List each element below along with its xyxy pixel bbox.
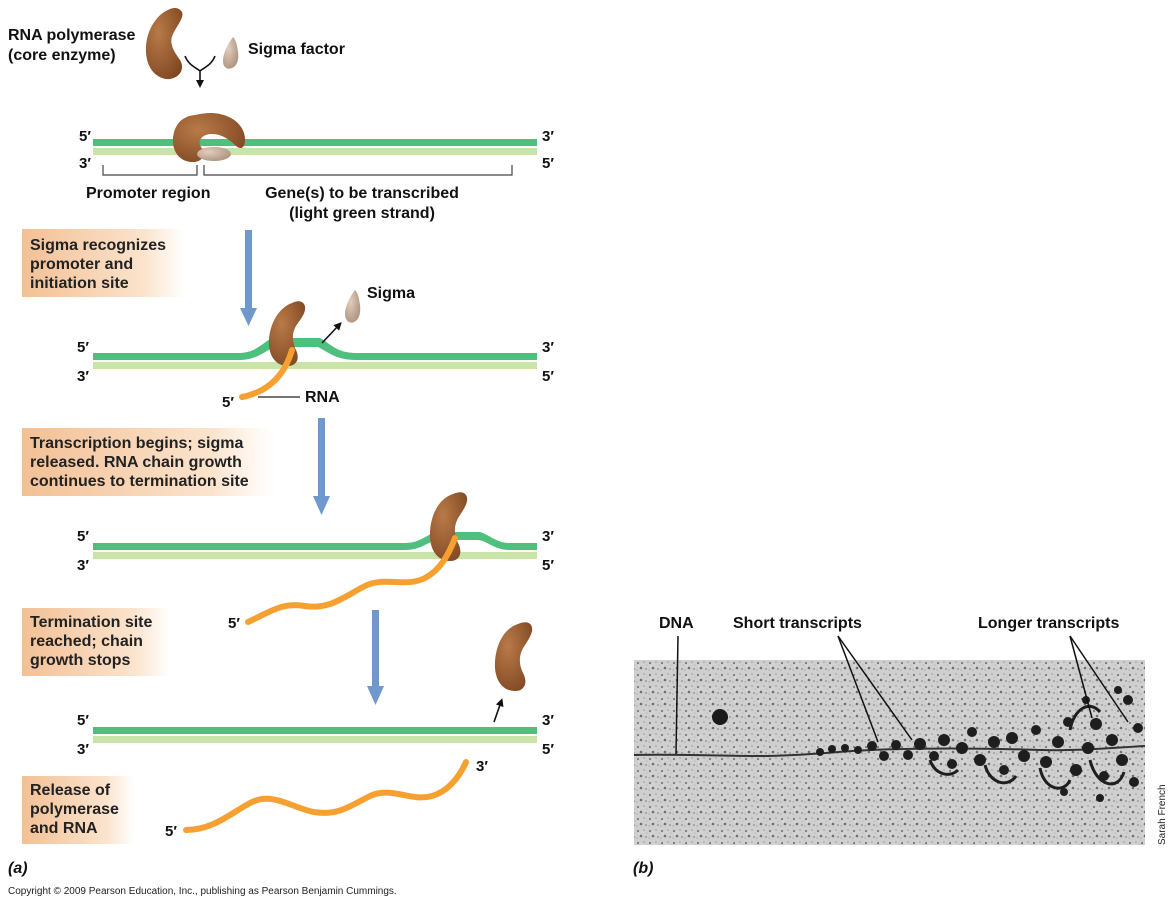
step-2-line-2: released. RNA chain growth xyxy=(30,454,242,471)
three-prime-label: 3′ xyxy=(77,741,89,758)
panel-b-label: (b) xyxy=(633,860,653,877)
rna-polymerase-shape xyxy=(268,301,306,366)
promoter-region-label: Promoter region xyxy=(86,185,210,202)
rna-polymerase-label: RNA polymerase xyxy=(8,27,136,44)
rna-polymerase-shape xyxy=(145,7,183,80)
step-3-line-3: growth stops xyxy=(30,652,131,669)
three-prime-label: 3′ xyxy=(542,339,554,356)
template-strand xyxy=(93,727,537,734)
five-prime-label: 5′ xyxy=(542,741,554,758)
five-prime-label: 5′ xyxy=(542,368,554,385)
step-1-line-2: promoter and xyxy=(30,256,133,273)
template-strand xyxy=(93,338,537,360)
promoter-bracket xyxy=(102,165,198,176)
core-enzyme-label: (core enzyme) xyxy=(8,47,116,64)
coding-strand xyxy=(93,148,537,155)
five-prime-label: 5′ xyxy=(77,528,89,545)
five-prime-label: 5′ xyxy=(77,712,89,729)
rna-transcript xyxy=(183,759,469,833)
sigma-factor-shape xyxy=(197,147,231,161)
five-prime-label: 5′ xyxy=(165,823,177,840)
three-prime-label: 3′ xyxy=(542,712,554,729)
dna-stage-2: 5′ 3′ 3′ 5′ 5′ RNA Sigma xyxy=(77,285,554,411)
rna-polymerase-shape xyxy=(172,113,246,162)
rna-polymerase-shape xyxy=(429,492,468,561)
step-box-1: Sigma recognizes promoter and initiation… xyxy=(22,229,184,297)
sigma-release-arrow xyxy=(321,322,342,344)
flow-arrow-1 xyxy=(240,230,257,326)
step-box-4: Release of polymerase and RNA xyxy=(22,776,134,844)
copyright-notice: Copyright © 2009 Pearson Education, Inc.… xyxy=(8,886,397,897)
five-prime-label: 5′ xyxy=(542,557,554,574)
three-prime-label: 3′ xyxy=(77,368,89,385)
step-4-line-3: and RNA xyxy=(30,820,98,837)
flow-arrow-2 xyxy=(313,418,330,515)
template-strand xyxy=(93,532,537,550)
five-prime-label: 5′ xyxy=(222,394,234,411)
coding-strand xyxy=(93,362,537,369)
short-transcripts-label: Short transcripts xyxy=(733,615,862,632)
light-green-strand-label: (light green strand) xyxy=(289,205,435,222)
dna-label: DNA xyxy=(659,615,694,632)
five-prime-label: 5′ xyxy=(228,615,240,632)
sigma-factor-shape xyxy=(223,37,239,69)
genes-label: Gene(s) to be transcribed xyxy=(265,185,459,202)
rna-transcript xyxy=(245,535,458,625)
combine-arrow xyxy=(184,55,216,84)
sigma-label: Sigma xyxy=(367,285,415,302)
photo-credit: Sarah French xyxy=(1157,784,1168,845)
step-2-line-3: continues to termination site xyxy=(30,473,249,490)
rna-polymerase-shape xyxy=(494,622,533,691)
gene-bracket xyxy=(203,165,513,176)
step-4-line-2: polymerase xyxy=(30,801,119,818)
three-prime-label: 3′ xyxy=(542,528,554,545)
step-1-line-1: Sigma recognizes xyxy=(30,237,166,254)
five-prime-label: 5′ xyxy=(542,155,554,172)
dna-stage-1: 5′ 3′ 3′ 5′ Promoter region Gene(s) to b… xyxy=(79,113,554,222)
electron-micrograph xyxy=(633,660,1146,845)
dna-stage-4: 5′ 3′ 3′ 5′ 3′ 5′ xyxy=(77,622,554,840)
step-box-3: Termination site reached; chain growth s… xyxy=(22,608,170,676)
three-prime-label: 3′ xyxy=(79,155,91,172)
sigma-factor-label: Sigma factor xyxy=(248,41,345,58)
step-2-line-1: Transcription begins; sigma xyxy=(30,435,243,452)
coding-strand xyxy=(93,736,537,743)
sigma-factor-shape xyxy=(345,290,361,323)
rna-label: RNA xyxy=(305,389,340,406)
panel-a: RNA polymerase (core enzyme) Sigma facto… xyxy=(8,7,554,877)
template-strand xyxy=(93,139,537,146)
five-prime-label: 5′ xyxy=(77,339,89,356)
step-1-line-3: initiation site xyxy=(30,275,129,292)
polymerase-release-arrow xyxy=(493,698,504,723)
five-prime-label: 5′ xyxy=(79,128,91,145)
three-prime-label: 3′ xyxy=(476,758,488,775)
three-prime-label: 3′ xyxy=(542,128,554,145)
callout-lines xyxy=(675,635,1129,755)
coding-strand xyxy=(93,552,537,559)
flow-arrow-3 xyxy=(367,610,384,705)
step-3-line-1: Termination site xyxy=(30,614,152,631)
panel-a-label: (a) xyxy=(8,860,28,877)
longer-transcripts-label: Longer transcripts xyxy=(978,615,1119,632)
step-3-line-2: reached; chain xyxy=(30,633,143,650)
three-prime-label: 3′ xyxy=(77,557,89,574)
panel-b: DNA Short transcripts Longer transcripts xyxy=(633,615,1168,877)
step-4-line-1: Release of xyxy=(30,782,111,799)
rna-transcript xyxy=(239,347,295,400)
dna-stage-3: 5′ 3′ 3′ 5′ 5′ xyxy=(77,492,554,632)
step-box-2: Transcription begins; sigma released. RN… xyxy=(22,428,272,496)
